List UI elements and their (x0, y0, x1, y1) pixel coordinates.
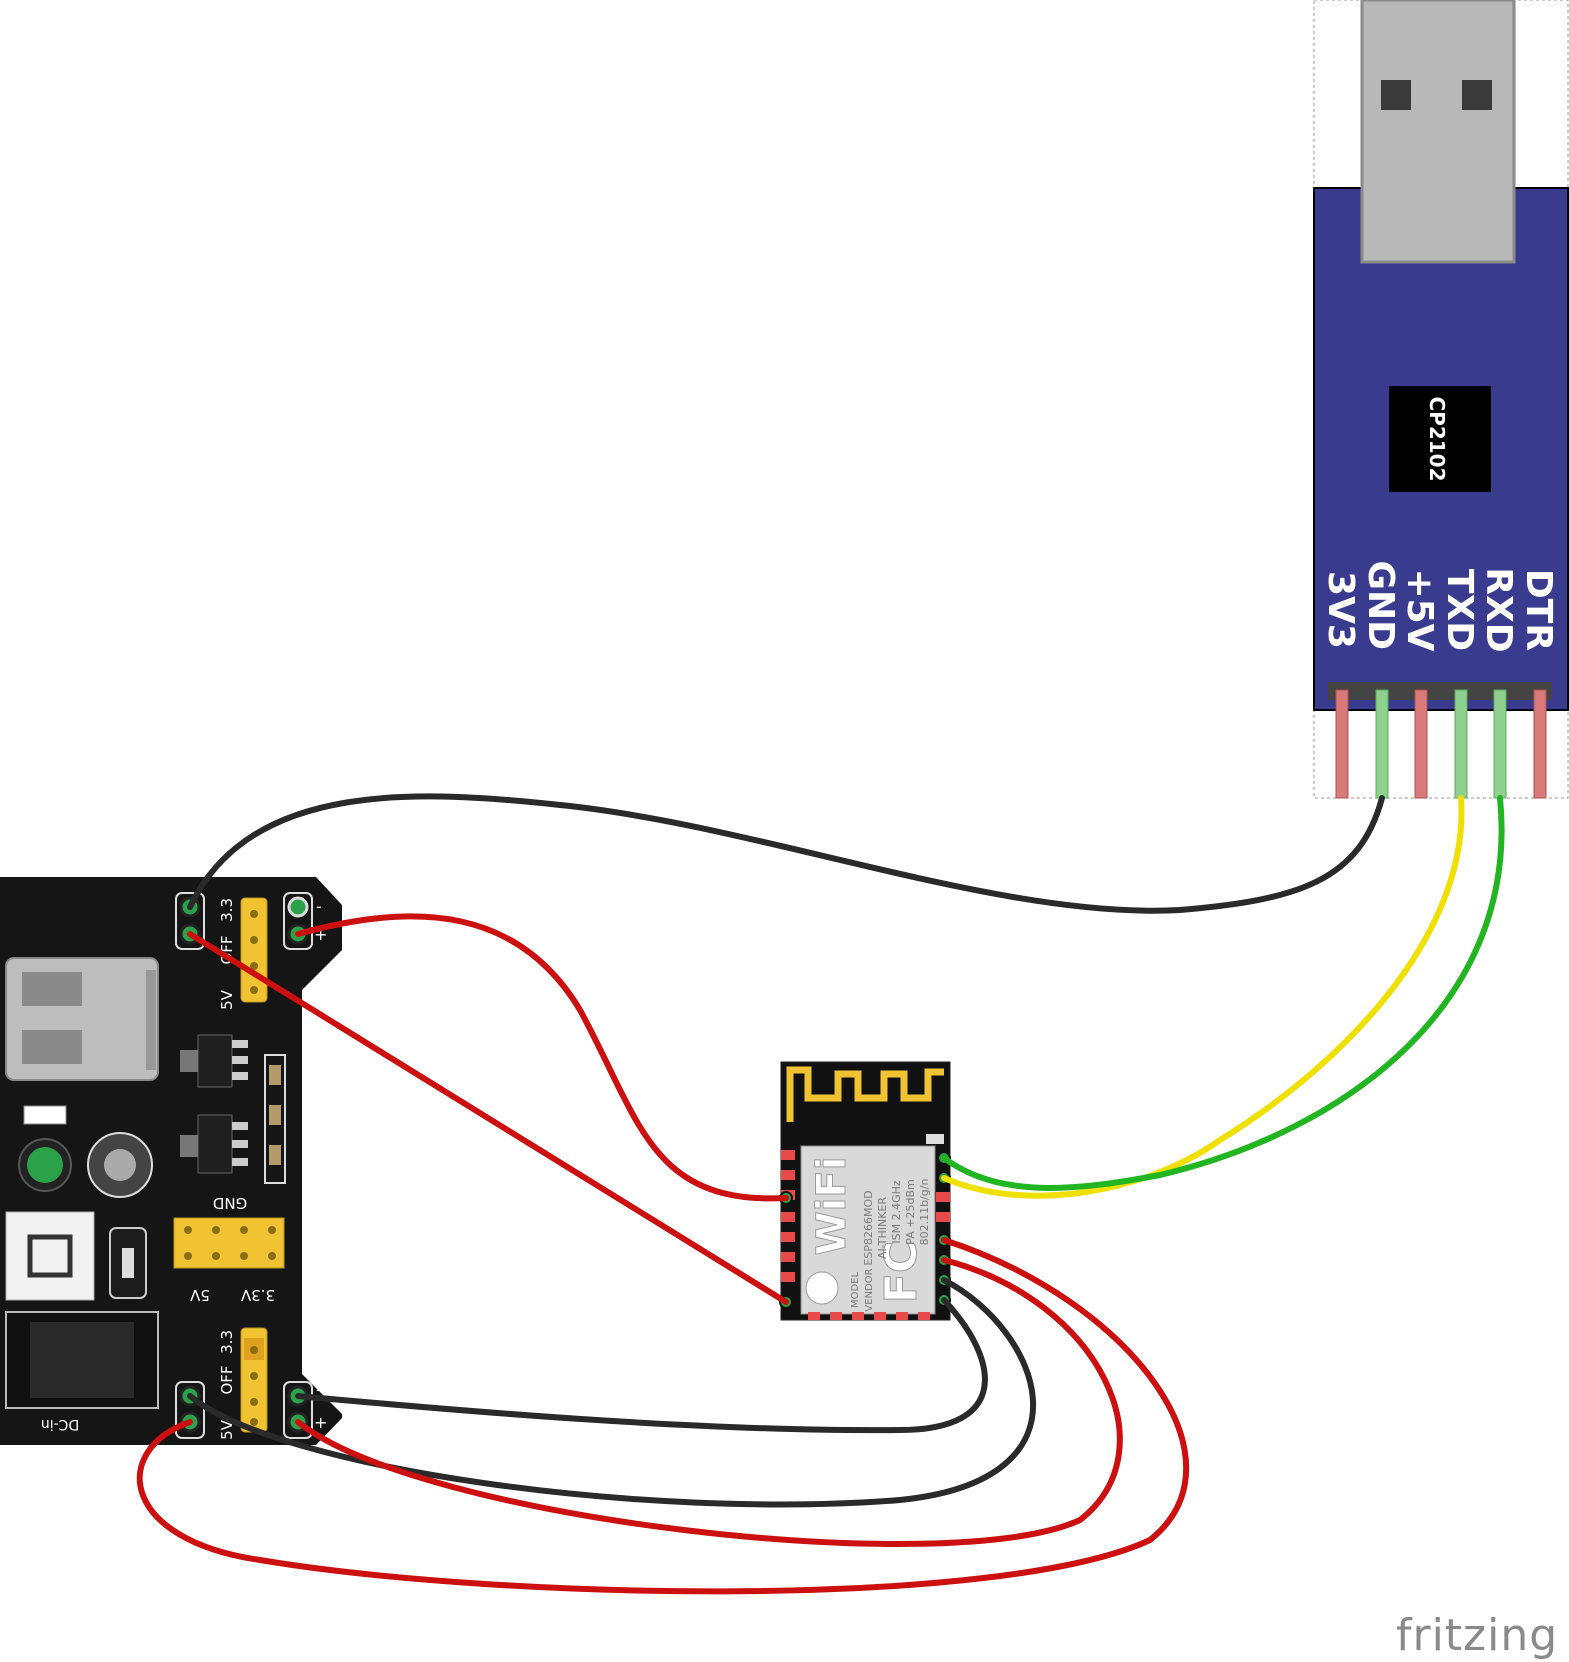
esp-pad[interactable] (781, 1212, 795, 1222)
pin-header-strip (1328, 682, 1552, 700)
jumper-top[interactable] (240, 897, 268, 1003)
usb-plug-contact-hole (1381, 80, 1411, 110)
sot-component (109, 1227, 147, 1299)
pin-gnd[interactable] (1375, 689, 1389, 799)
usb-a-socket (5, 957, 159, 1081)
jumper-bottom-label-3v3: 3.3 (218, 1330, 236, 1354)
esp-pad[interactable] (808, 1312, 820, 1320)
rail-minus-bottom: - (316, 1380, 322, 1399)
pin-label-dtr: DTR (1518, 569, 1559, 651)
wire-black-gnd-usb[interactable] (187, 793, 1385, 914)
esp-pad[interactable] (781, 1232, 795, 1242)
pcb-antenna (786, 1066, 944, 1122)
pin-dtr[interactable] (1533, 689, 1547, 799)
breadboard-power-module: GND 5V 3.3V DC-in 3.3 OFF 5V 3.3 OF (0, 877, 342, 1445)
usb-serial-module: CP2102 3V3 GND +5V TXD RXD DTR (1313, 0, 1569, 799)
esp-left-pads (779, 1150, 795, 1309)
esp-side-text: MODEL (850, 1272, 861, 1309)
cert-logo: FC (876, 1241, 927, 1303)
esp-text-line: 802.11b/g/n (918, 1179, 931, 1246)
jumper-bottom-label-5v: 5V (218, 1419, 236, 1440)
dc-in-label: DC-in (41, 1416, 79, 1432)
usb-plug-contact-hole (1462, 80, 1492, 110)
wire-red-esp-big-loop[interactable] (136, 1237, 1190, 1595)
jumper-bottom-label-off: OFF (218, 1365, 236, 1394)
wire-red-esp-rail-plus[interactable] (295, 1257, 1123, 1547)
wire-black-esp-rail[interactable] (295, 1297, 988, 1434)
power-switch[interactable] (5, 1211, 95, 1301)
jumper-top-label-3v3: 3.3 (218, 898, 236, 922)
pin-rxd[interactable] (1493, 689, 1507, 799)
esp-text-line: AI-THINKER (876, 1197, 889, 1259)
fritzing-watermark: fritzing (1396, 1610, 1558, 1661)
esp-text-line: ESP8266MOD (862, 1190, 875, 1265)
esp-pad[interactable] (781, 1170, 795, 1180)
wifi-logo: WiFi (809, 1157, 855, 1256)
gnd-label: GND (213, 1194, 247, 1212)
esp-pad[interactable] (830, 1312, 842, 1320)
esp-pad[interactable] (936, 1192, 950, 1202)
voltage-regulator (180, 1114, 248, 1174)
esp-bottom-pads (808, 1312, 930, 1320)
pin-label-gnd: GND (1360, 560, 1401, 650)
header-5v-label: 5V (189, 1286, 210, 1304)
esp-text-line: PA +25dBm (904, 1179, 917, 1244)
esp-pad[interactable] (781, 1252, 795, 1262)
gnd-header (173, 1217, 285, 1269)
esp-pad[interactable] (896, 1312, 908, 1320)
wires (136, 793, 1505, 1595)
smd-component (23, 1105, 67, 1125)
usb-plug (1360, 0, 1516, 264)
esp-pad[interactable] (874, 1312, 886, 1320)
voltage-regulator (180, 1034, 248, 1088)
esp-pad[interactable] (936, 1212, 950, 1222)
esp-text-line: ISM 2.4GHz (890, 1180, 903, 1244)
jumper-bottom[interactable] (240, 1327, 268, 1433)
jumper-top-label-5v: 5V (218, 989, 236, 1010)
wire-black-esp-bottom[interactable] (187, 1277, 1036, 1508)
wire-yellow-txd[interactable] (941, 795, 1465, 1199)
esp-pad[interactable] (781, 1272, 795, 1282)
wire-green-rxd[interactable] (941, 795, 1505, 1191)
esp-pad[interactable] (781, 1150, 795, 1160)
esp-pad[interactable] (918, 1312, 930, 1320)
ai-logo (805, 1271, 839, 1305)
pin-label-rxd: RXD (1478, 567, 1519, 652)
pin-label-5v: +5V (1399, 568, 1440, 651)
rail-minus-top: - (316, 897, 322, 916)
wire-red-top-plus[interactable] (295, 913, 789, 1202)
rail-plus-bottom: + (314, 1413, 327, 1432)
esp-side-text: VENDOR (864, 1268, 875, 1311)
esp8266-module: WiFi FC ESP8266MOD AI-THINKER ISM 2.4GHz… (779, 1061, 951, 1321)
pin-3v3[interactable] (1335, 689, 1349, 799)
chip-label: CP2102 (1425, 397, 1449, 482)
pin-label-txd: TXD (1439, 569, 1480, 651)
pin-label-3v3: 3V3 (1320, 571, 1361, 649)
wire-red-diagonal[interactable] (187, 931, 789, 1305)
esp-pad[interactable] (852, 1312, 864, 1320)
pin-txd[interactable] (1454, 689, 1468, 799)
chip-cp2102 (1389, 386, 1491, 492)
header-3v3-label: 3.3V (240, 1286, 275, 1304)
smd-resistors (264, 1054, 286, 1184)
antenna-pad (926, 1134, 944, 1144)
rail-pin[interactable] (287, 896, 309, 918)
dc-jack (5, 1311, 159, 1409)
pin-5v[interactable] (1414, 689, 1428, 799)
